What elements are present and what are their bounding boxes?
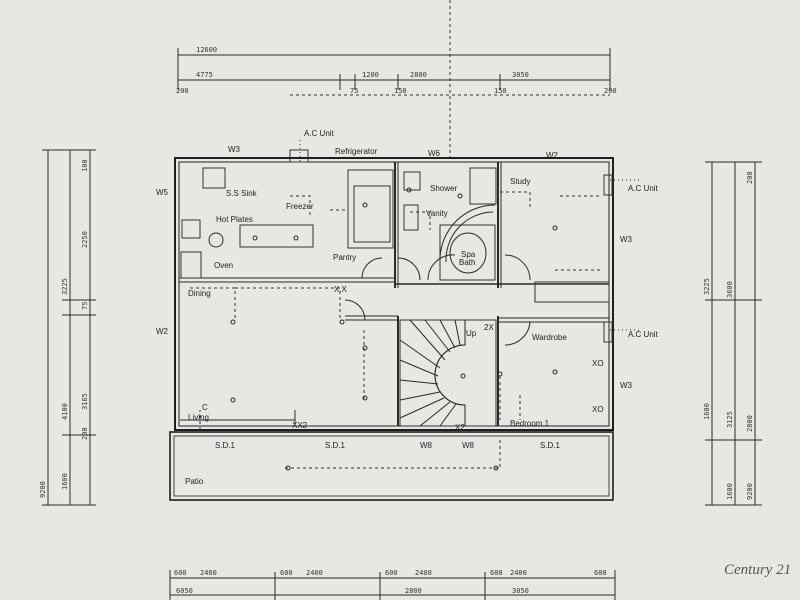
label-dining: Dining <box>188 289 211 298</box>
left-dimensions: 9200 3225 2250 100 75 4100 3165 1600 200 <box>39 149 96 506</box>
dim-left-4100: 4100 <box>61 403 69 420</box>
dim-left-9200: 9200 <box>39 481 47 498</box>
dim-top-4775: 4775 <box>196 71 213 79</box>
label-bedroom: Bedroom 1 <box>510 419 550 428</box>
label-w3-right-bottom: W3 <box>620 381 633 390</box>
dim-bot-600e: 600 <box>594 569 607 577</box>
label-xo-1: XO <box>592 359 604 368</box>
label-spa: Spa <box>461 250 476 259</box>
electrical-lines <box>190 140 640 470</box>
label-ac-unit-right-top: A.C Unit <box>628 184 659 193</box>
label-bath: Bath <box>459 258 475 267</box>
dim-bot-600b: 600 <box>280 569 293 577</box>
label-ss-sink: S.S Sink <box>226 189 258 198</box>
label-shower: Shower <box>430 184 457 193</box>
label-sd1-mid: S.D.1 <box>325 441 346 450</box>
label-refrigerator: Refrigerator <box>335 147 378 156</box>
dim-bot-600c: 600 <box>385 569 398 577</box>
bottom-dimensions: 600 2400 600 2400 600 2400 600 2400 600 … <box>169 569 616 600</box>
label-pantry: Pantry <box>333 253 356 262</box>
label-sd1-left: S.D.1 <box>215 441 236 450</box>
dim-bot-6050: 6050 <box>176 587 193 595</box>
dim-right-1600: 1600 <box>703 403 711 420</box>
label-w2-top: W2 <box>546 151 559 160</box>
room-labels: A.C Unit Refrigerator W3 W6 W2 W5 S.S Si… <box>156 129 659 486</box>
label-living: Living <box>188 413 209 422</box>
label-w2-left: W2 <box>156 327 169 336</box>
dim-right-9200: 9200 <box>746 483 754 500</box>
dim-right-3125: 3125 <box>726 411 734 428</box>
label-up: Up <box>466 329 477 338</box>
dim-right-3225: 3225 <box>703 278 711 295</box>
dim-top-150a: 150 <box>394 87 407 95</box>
label-hot-plates: Hot Plates <box>216 215 253 224</box>
interior-walls <box>179 162 610 426</box>
dim-right-200: 200 <box>746 171 754 184</box>
dim-bot-2800: 2800 <box>405 587 422 595</box>
label-2x: 2X <box>484 323 494 332</box>
dim-top-2800: 2800 <box>410 71 427 79</box>
dim-bot-600a: 600 <box>174 569 187 577</box>
dim-bot-2400c: 2400 <box>415 569 432 577</box>
doors <box>344 254 531 346</box>
label-oven: Oven <box>214 261 233 270</box>
label-xx2-left: XX2 <box>292 421 308 430</box>
label-w8-a: W8 <box>420 441 433 450</box>
label-w5: W5 <box>156 188 169 197</box>
label-w8-b: W8 <box>462 441 475 450</box>
label-patio: Patio <box>185 477 204 486</box>
dim-left-3165: 3165 <box>81 393 89 410</box>
staircase <box>399 319 497 427</box>
brand-logo-text: Century 21 <box>724 562 791 578</box>
label-xo-2: XO <box>592 405 604 414</box>
century21-logo: Century 21 <box>724 562 791 578</box>
label-ac-unit-right-bottom: A.C Unit <box>628 330 659 339</box>
label-sd1-right: S.D.1 <box>540 441 561 450</box>
label-wardrobe: Wardrobe <box>532 333 567 342</box>
dim-left-1600: 1600 <box>61 473 69 490</box>
dim-bot-600d: 600 <box>490 569 503 577</box>
top-dimensions: 12600 4775 1200 2800 3050 200 75 150 150… <box>176 0 617 160</box>
dim-top-150b: 150 <box>494 87 507 95</box>
label-ac-unit-top: A.C Unit <box>304 129 335 138</box>
dim-top-3050: 3050 <box>512 71 529 79</box>
label-xx-dining: X X <box>334 285 348 294</box>
dim-right-1600b: 1600 <box>726 483 734 500</box>
dim-top-1200: 1200 <box>362 71 379 79</box>
dim-right-2800: 2800 <box>746 415 754 432</box>
dim-bot-2400b: 2400 <box>306 569 323 577</box>
dim-top-200a: 200 <box>176 87 189 95</box>
dim-bot-3050: 3050 <box>512 587 529 595</box>
label-vanity: Vanity <box>426 209 448 218</box>
dim-bot-2400d: 2400 <box>510 569 527 577</box>
dim-top-200b: 200 <box>604 87 617 95</box>
right-dimensions: 200 3225 3600 1600 3125 2800 9200 1600 <box>703 161 762 506</box>
label-freezer: Freezer <box>286 202 314 211</box>
dim-left-2250: 2250 <box>81 231 89 248</box>
label-x2-right: X2 <box>455 423 465 432</box>
dim-left-75: 75 <box>81 302 89 310</box>
label-w6: W6 <box>428 149 441 158</box>
label-study: Study <box>510 177 530 186</box>
label-w3-top: W3 <box>228 145 241 154</box>
label-w3-right-top: W3 <box>620 235 633 244</box>
dim-left-200: 200 <box>81 427 89 440</box>
dim-top-75: 75 <box>350 87 358 95</box>
dim-left-3225: 3225 <box>61 278 69 295</box>
fixtures <box>208 149 613 471</box>
label-c: C <box>202 403 208 412</box>
dim-bot-2400a: 2400 <box>200 569 217 577</box>
dim-left-100: 100 <box>81 159 89 172</box>
dim-right-3600: 3600 <box>726 281 734 298</box>
dim-top-overall: 12600 <box>196 46 217 54</box>
